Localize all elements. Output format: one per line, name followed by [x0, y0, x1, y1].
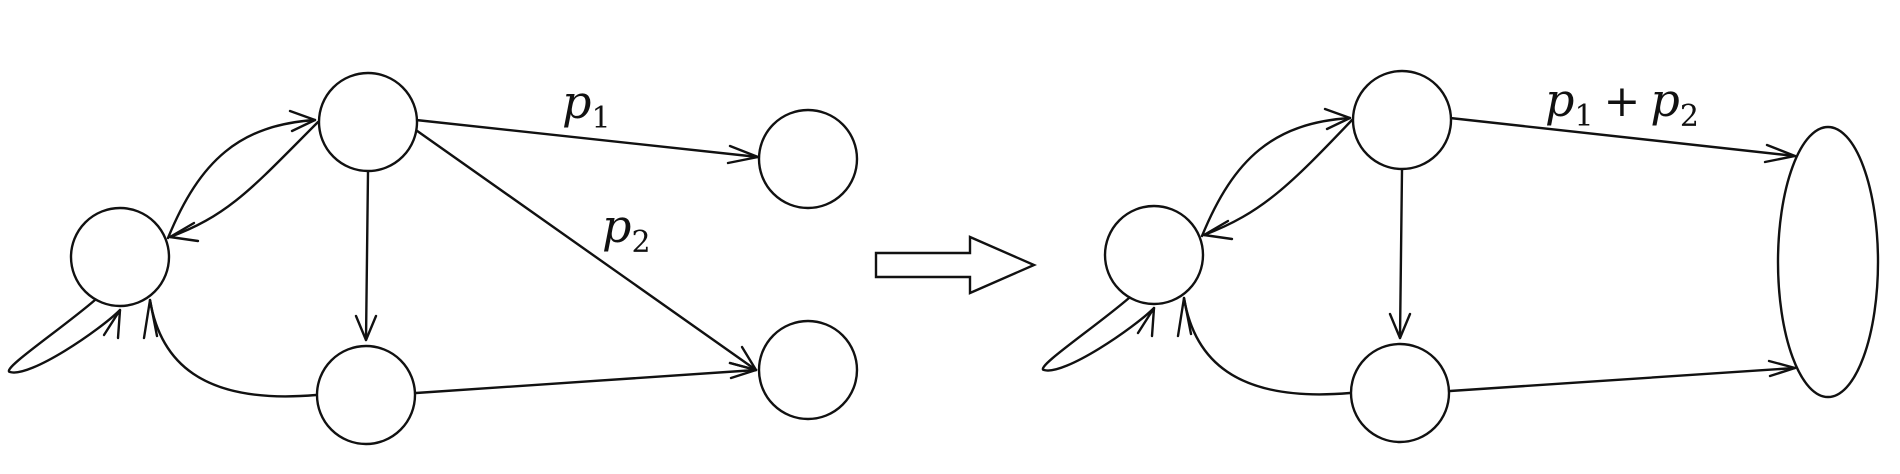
arrowhead-l-bottom-to-lower-right	[728, 361, 758, 380]
arrowhead-r-self-loop	[1136, 306, 1156, 338]
arrowhead-r-top-to-bottom	[1388, 312, 1412, 340]
node-r-merged	[1776, 125, 1880, 399]
arrowhead-r-merged-top	[1763, 143, 1797, 164]
edge-l-self-loop	[7, 298, 122, 374]
edge-r-left-to-top-lower	[1200, 116, 1352, 238]
label-term1-symbol: p	[1545, 73, 1574, 127]
node-r-top	[1351, 69, 1453, 171]
edge-l-top-to-upper-right	[414, 118, 760, 159]
node-r-bottom	[1349, 342, 1451, 444]
arrowhead-r-left-to-top	[1323, 107, 1352, 131]
edge-l-top-to-bottom	[364, 170, 370, 342]
label-p2: p2	[602, 199, 651, 260]
label-term2-symbol: p	[1650, 73, 1679, 127]
arrowhead-r-top-to-left	[1202, 219, 1234, 241]
label-p2-subscript: 2	[631, 225, 650, 260]
edge-r-bottom-to-merged	[1448, 366, 1797, 393]
label-term1-subscript: 1	[1574, 99, 1593, 134]
edge-r-top-to-merged	[1448, 116, 1797, 158]
label-p1: p1	[562, 75, 611, 136]
edge-l-top-to-left-upper	[168, 120, 320, 239]
left-graph: p1 p2	[7, 71, 859, 446]
edge-r-bottom-to-left	[1182, 296, 1352, 396]
edge-l-bottom-to-left	[148, 298, 318, 398]
label-p1-symbol: p	[562, 75, 591, 129]
label-p1-subscript: 1	[591, 101, 610, 136]
arrowhead-l-left-to-top	[288, 109, 317, 133]
node-l-left	[69, 206, 171, 308]
node-l-bottom	[315, 344, 417, 446]
edge-r-top-to-left-upper	[1202, 118, 1354, 237]
label-p1-plus-p2: p1+p2	[1545, 73, 1699, 134]
arrowhead-l-bottom-to-left	[142, 298, 159, 340]
arrowhead-l-top-to-bottom	[354, 314, 378, 342]
edge-l-left-to-top-lower	[166, 118, 317, 240]
right-graph: p1+p2	[1041, 69, 1880, 444]
node-l-lower-right	[757, 319, 859, 421]
node-l-top	[317, 71, 419, 173]
arrowhead-r-bottom-to-left	[1176, 296, 1193, 338]
edge-l-top-to-lower-right	[411, 126, 758, 372]
node-l-upper-right	[757, 108, 859, 210]
label-p2-symbol: p	[602, 199, 631, 253]
edge-r-top-to-bottom	[1398, 168, 1404, 340]
label-operator: +	[1604, 76, 1641, 127]
arrowhead-r-merged-bottom	[1767, 359, 1797, 378]
arrowhead-l-top-to-left	[168, 221, 200, 243]
arrowhead-l-self-loop	[102, 308, 122, 340]
label-term2-subscript: 2	[1680, 99, 1699, 134]
edge-r-self-loop	[1041, 296, 1156, 372]
transform-arrow-icon	[874, 235, 1037, 295]
edge-l-bottom-to-lower-right	[414, 368, 758, 395]
node-r-left	[1103, 204, 1205, 306]
